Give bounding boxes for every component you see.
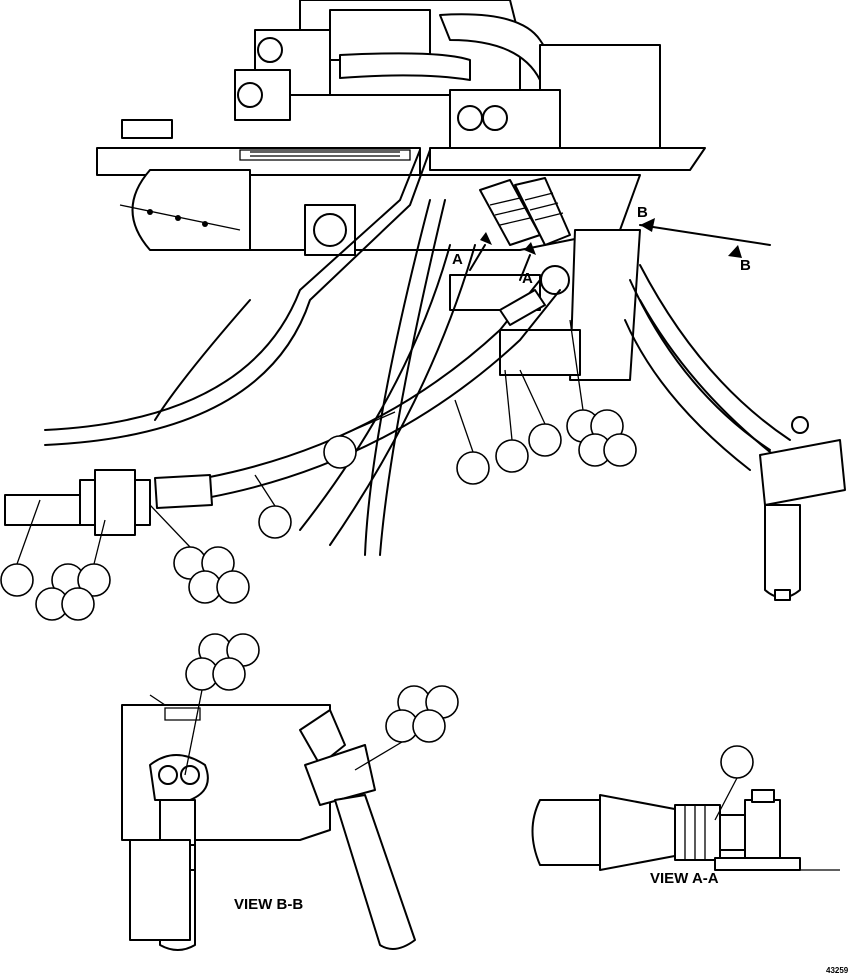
section-label-a-left: A: [452, 251, 463, 268]
view-aa-caption: VIEW A-A: [650, 870, 719, 887]
view-bb-detail: VIEW B-B: [121, 633, 459, 951]
section-label-b-top: B: [637, 204, 648, 221]
callout-balloon: [495, 439, 529, 473]
quick-couplers: [479, 177, 571, 246]
valve-stack: [234, 0, 661, 166]
center-body: [249, 174, 641, 381]
callout-balloon: [528, 423, 562, 457]
main-assembly: [4, 0, 846, 601]
mounting-plate: [96, 119, 706, 176]
callout-balloons: [0, 319, 637, 621]
hoses: [44, 149, 791, 556]
view-bb-caption: VIEW B-B: [234, 896, 303, 913]
callout-balloon: [603, 433, 637, 467]
callout-balloon: [456, 451, 490, 485]
callout-balloon: [323, 435, 357, 469]
section-label-b-right: B: [740, 257, 751, 274]
callout-balloon: [0, 563, 34, 597]
callout-balloon: [61, 587, 95, 621]
filter: [759, 416, 846, 601]
callout-balloon: [412, 709, 446, 743]
left-fitting: [4, 469, 213, 536]
tank: [119, 169, 251, 251]
section-label-a-right: A: [522, 270, 533, 287]
callout-balloon: [188, 570, 222, 604]
section-arrows: [469, 218, 771, 281]
callout-balloon: [258, 505, 292, 539]
figure-number: 43259: [826, 966, 849, 975]
callout-balloon: [720, 745, 754, 779]
callout-balloon: [216, 570, 250, 604]
view-aa-detail: VIEW A-A: [531, 745, 840, 887]
callout-balloon: [212, 657, 246, 691]
